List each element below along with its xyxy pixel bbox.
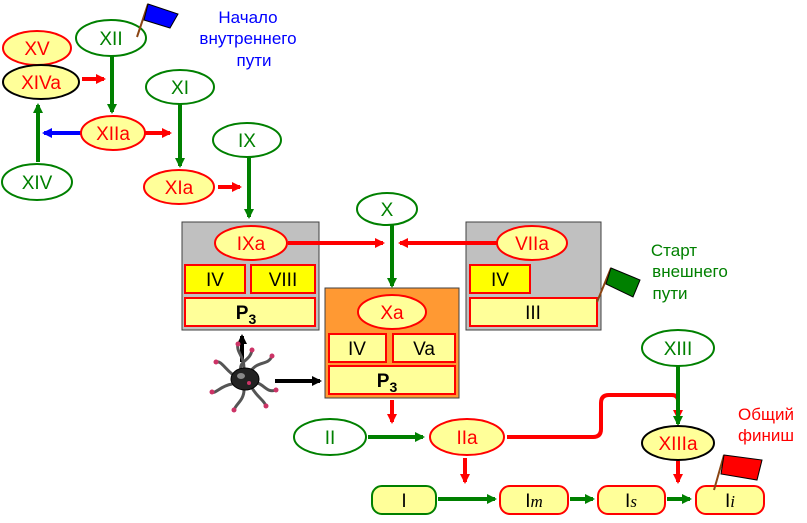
activated-platelet-icon	[209, 341, 279, 413]
factor-x: X	[356, 192, 418, 226]
prothrombinase-complex: IV Va P3	[324, 287, 460, 399]
common-finish-note: Общий финиш	[738, 405, 794, 445]
factor-xiiia: XIIIa	[641, 425, 715, 461]
factor-ii-label: II	[325, 428, 336, 449]
factor-xia: XIa	[143, 169, 215, 205]
factor-ii: II	[293, 418, 367, 456]
factor-ixa: IXa	[214, 225, 288, 261]
fibrin-monomer-im: Im	[499, 485, 569, 515]
intrinsic-note-line-1: Начало	[218, 8, 277, 27]
factor-xiii-label: XIII	[664, 339, 693, 360]
intrinsic-pathway-start-note: Начало внутреннего пути	[199, 8, 296, 70]
factor-xiii: XIII	[641, 329, 715, 367]
factor-viia-label: VIIa	[515, 234, 549, 255]
factor-xiia: XIIa	[80, 115, 146, 151]
finish-note-line-2: финиш	[738, 426, 794, 445]
fibrin-soluble-is: Is	[597, 485, 666, 515]
factor-xiv: XIV	[1, 163, 73, 201]
fibrinogen-i: I	[371, 485, 437, 515]
blue-flag-icon	[136, 3, 179, 38]
fibrinogen-i-label: I	[401, 491, 406, 512]
cofactor-iv-box	[469, 264, 531, 294]
phospholipid-p3-box	[328, 365, 456, 395]
factor-xiva-label: XIVa	[21, 73, 61, 94]
intrinsic-note-line-3: пути	[237, 51, 272, 70]
intrinsic-note-line-2: внутреннего	[199, 29, 296, 48]
factor-iia-label: IIa	[456, 428, 478, 449]
factor-xi-label: XI	[171, 78, 189, 99]
phospholipid-p3-label: P3	[377, 371, 398, 395]
factor-xiia-label: XIIa	[96, 124, 130, 145]
factor-xv: XV	[2, 30, 72, 66]
factor-xii: XII	[75, 19, 147, 57]
tissue-factor-iii-label: III	[525, 303, 541, 324]
factor-xii-label: XII	[99, 29, 122, 50]
extrinsic-note-line-2: внешнего	[652, 262, 728, 281]
factor-xa: Xa	[357, 294, 427, 330]
cofactor-iv-label: IV	[206, 270, 224, 291]
fibrin-insoluble-ii: Ii	[695, 485, 765, 515]
factor-xiiia-label: XIIIa	[658, 434, 698, 455]
extrinsic-pathway-start-note: Старт внешнего пути	[651, 241, 728, 303]
factor-viia: VIIa	[496, 225, 568, 261]
fibrin-is-label: Is	[625, 491, 637, 512]
cofactor-va-box	[392, 333, 456, 363]
cofactor-iv-label: IV	[491, 270, 509, 291]
factor-xv-label: XV	[24, 39, 50, 60]
cofactor-iv-box	[328, 333, 387, 363]
factor-xia-label: XIa	[165, 178, 194, 199]
phospholipid-p3-label: P3	[236, 303, 257, 327]
finish-note-line-1: Общий	[738, 405, 794, 424]
green-flag-icon	[596, 267, 641, 303]
factor-xi: XI	[145, 69, 215, 105]
factor-iia: IIa	[429, 418, 505, 456]
tissue-factor-iii-box	[469, 297, 598, 327]
extrinsic-note-line-1: Старт	[651, 241, 697, 260]
phospholipid-p3-box	[184, 297, 316, 327]
factor-xiva: XIVa	[2, 64, 80, 100]
cofactor-viii-box	[250, 264, 316, 294]
factor-xa-label: Xa	[380, 303, 404, 324]
cofactor-va-label: Va	[413, 339, 435, 360]
cofactor-iv-label: IV	[348, 339, 366, 360]
factor-ix-label: IX	[238, 131, 256, 152]
red-flag-icon	[713, 454, 763, 491]
fibrin-im-label: Im	[525, 491, 543, 512]
factor-xiv-label: XIV	[22, 173, 53, 194]
fibrin-ii-label: Ii	[725, 491, 735, 512]
cofactor-viii-label: VIII	[269, 270, 298, 291]
arrows	[33, 56, 692, 504]
cofactor-iv-box	[184, 264, 246, 294]
extrinsic-note-line-3: пути	[653, 284, 688, 303]
factor-x-label: X	[381, 200, 394, 221]
factor-ixa-label: IXa	[237, 234, 266, 255]
factor-ix: IX	[212, 122, 282, 158]
